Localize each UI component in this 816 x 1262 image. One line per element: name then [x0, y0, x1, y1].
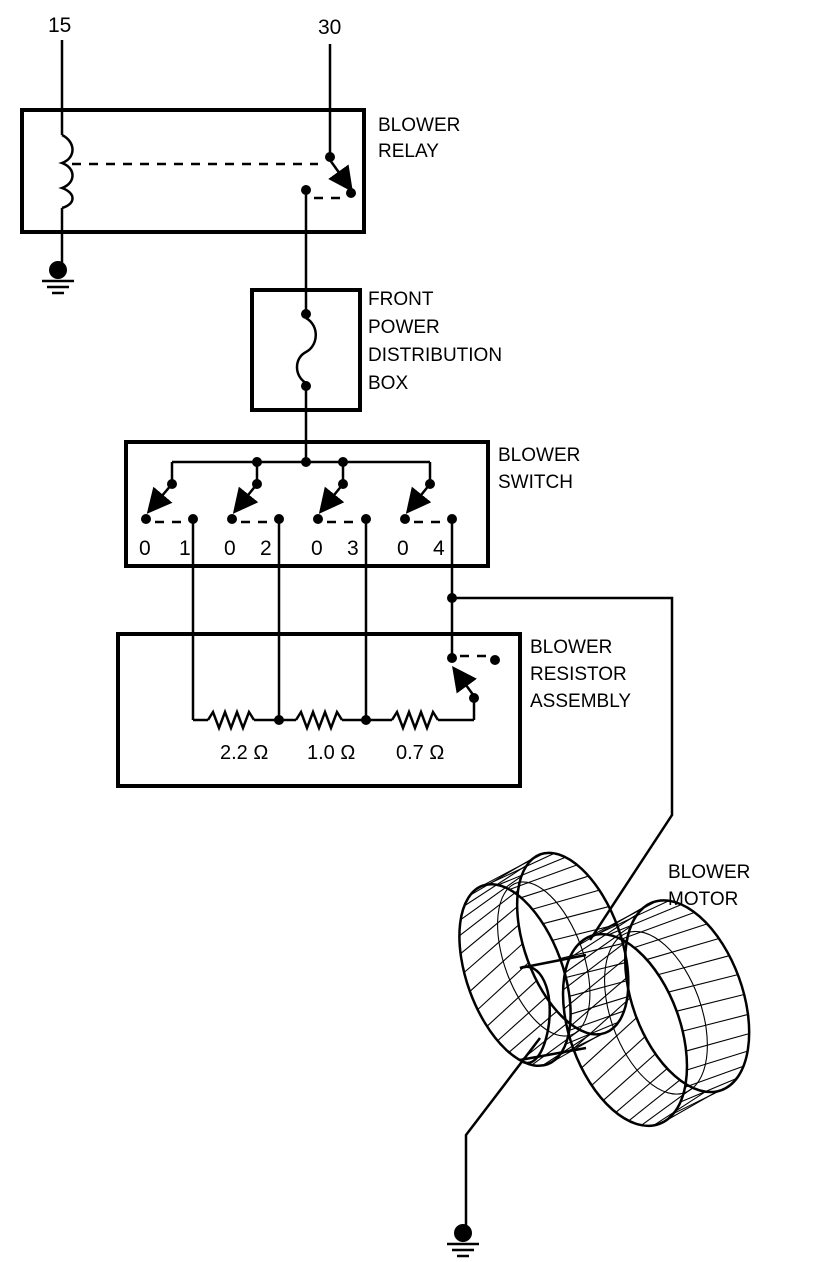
blower-switch: 0 1 0 2 0 3 0 4 — [124, 440, 490, 568]
blower-motor-label: BLOWER MOTOR — [668, 862, 756, 910]
fuse-terminal-top — [301, 309, 311, 319]
blower-motor-drawing — [458, 851, 751, 1128]
switch-position-label: 3 — [347, 537, 359, 560]
pdb-label: FRONT POWER DISTRIBUTION BOX — [368, 289, 507, 394]
switch-position-label: 1 — [179, 537, 191, 560]
terminal-30-label: 30 — [318, 16, 341, 39]
resistor-value-label: 1.0 Ω — [307, 742, 355, 764]
switch-contact-3 — [313, 457, 371, 524]
resistor-value-label: 2.2 Ω — [220, 742, 268, 764]
switch-box — [124, 440, 490, 568]
relay-contact-30 — [325, 152, 335, 162]
thermal-contact-common — [447, 653, 457, 663]
ground-symbol-motor — [447, 1224, 479, 1258]
thermal-contact-fixed — [469, 693, 479, 703]
switch-position-label: 4 — [433, 537, 445, 560]
blower-resistor-assembly — [116, 632, 522, 788]
switch-contact-2 — [227, 457, 284, 524]
resistor-box — [116, 632, 522, 788]
relay-switch-arm — [328, 159, 353, 193]
thermal-switch-arm — [452, 665, 477, 697]
switch-position-label: 0 — [311, 537, 323, 560]
blower-wheel-right — [561, 899, 751, 1128]
resistor-0-7-ohm — [390, 708, 440, 732]
blower-relay-label: BLOWER RELAY — [378, 115, 466, 162]
relay-coil — [58, 133, 74, 210]
blower-switch-label: BLOWER SWITCH — [498, 445, 586, 493]
switch-contact-4 — [400, 462, 457, 524]
switch-position-label: 2 — [260, 537, 272, 560]
ground-symbol-relay — [42, 261, 74, 295]
switch-position-label: 0 — [224, 537, 236, 560]
wire-motor-ground — [464, 1037, 541, 1230]
blower-resistor-assembly-label: BLOWER RESISTOR ASSEMBLY — [530, 637, 632, 712]
resistor-1-0-ohm — [294, 708, 344, 732]
relay-contact-out — [346, 188, 356, 198]
switch-contact-1 — [141, 462, 198, 524]
wire-to-blower-motor — [452, 596, 674, 941]
relay-box — [20, 108, 366, 234]
switch-position-label: 0 — [139, 537, 151, 560]
terminal-15-label: 15 — [48, 14, 71, 37]
resistor-value-label: 0.7 Ω — [396, 742, 444, 764]
fuse-symbol — [295, 316, 317, 385]
switch-position-label: 0 — [397, 537, 409, 560]
motor-hub — [519, 965, 551, 1065]
resistor-2-2-ohm — [206, 708, 256, 732]
blower-relay — [20, 40, 366, 295]
